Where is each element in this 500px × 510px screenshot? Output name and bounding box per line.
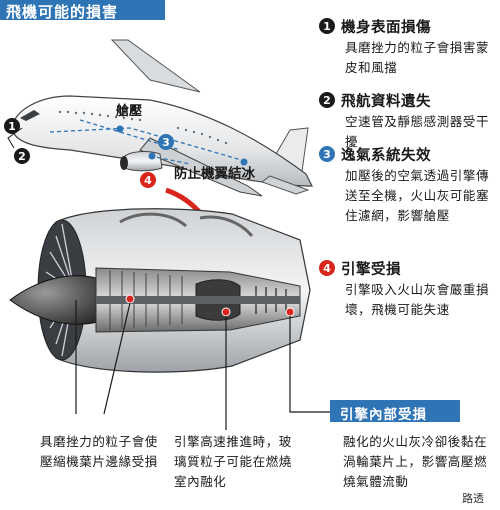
item-3-body: 加壓後的空氣透過引擎傳送至全機，火山灰可能塞住濾網，影響艙壓 [345,168,490,223]
bleed-air-line-main [49,127,249,163]
source-credit: 路透 [462,492,484,505]
airplane-cockpit-window [20,110,40,121]
label-cabin-pressure: 艙壓 [116,104,143,119]
damage-point-compressor [125,294,135,304]
item-1-title: 機身表面損傷 [341,19,431,36]
damage-point-combustor [221,307,231,317]
caption-compressor: 具磨挫力的粒子會使壓縮機葉片邊緣受損 [40,434,158,469]
damage-item-3: 3 逸氣系統失效 加壓後的空氣透過引擎傳送至全機，火山灰可能塞住濾網，影響艙壓 [319,144,497,226]
airplane [7,39,313,197]
item-4-body: 引擎吸入火山灰會嚴重損壞，飛機可能失速 [345,282,490,317]
engine-pipe-1 [119,212,187,228]
damage-item-4: 4 引擎受損 引擎吸入火山灰會嚴重損壞，飛機可能失速 [319,258,497,320]
airplane-window-row [58,110,228,145]
leader-turbine [289,316,330,413]
title-banner: 飛機可能的損害 [0,0,165,21]
item-1-body: 具磨挫力的粒子會損害蒙皮和風擋 [345,40,490,75]
airplane-engine-intake [120,156,128,170]
label-anti-ice: 防止機翼結冰 [174,166,255,182]
engine-shaft [96,296,300,304]
marker-3: 3 [158,134,174,150]
item-2-number: 2 [319,92,335,108]
airplane-near-wing [139,137,263,197]
item-4-title: 引擎受損 [341,261,401,278]
airplane-far-wing [110,39,201,93]
item-2-title: 飛航資料遺失 [341,93,431,110]
damage-item-1: 1 機身表面損傷 具磨挫力的粒子會損害蒙皮和風擋 [319,16,497,78]
marker-4: 4 [140,172,156,188]
bleed-node-cabin [116,125,124,133]
engine-cutaway [9,208,330,430]
bleed-node-engine [148,152,156,160]
item-2-body: 空速管及靜態感測器受干擾 [345,114,490,149]
spinner-cone [9,275,99,325]
airplane-stabilizer [260,175,310,195]
caption-combustor: 引擎高速推進時，玻璃質粒子可能在燃燒室內融化 [174,434,292,489]
item-3-title: 逸氣系統失效 [341,147,431,164]
marker-1: 1 [4,118,20,134]
damage-point-turbine [285,307,295,317]
item-3-number: 3 [319,146,335,162]
airplane-engine-nacelle [121,151,163,172]
marker-2: 2 [14,148,30,164]
bleed-node-wing [240,158,248,166]
item-1-number: 1 [319,18,335,34]
damage-item-2: 2 飛航資料遺失 空速管及靜態感測器受干擾 [319,90,497,152]
caption-turbine: 融化的火山灰冷卻後黏在渦輪葉片上，影響高壓燃燒氣體流動 [343,434,488,489]
leader-compressor-2 [103,302,131,415]
item-4-number: 4 [319,260,335,276]
engine-pipe-2 [199,215,254,238]
engine-damage-tag: 引擎內部受損 [330,400,460,423]
page-title: 飛機可能的損害 [6,3,119,21]
engine-damage-tag-label: 引擎內部受損 [340,407,427,423]
